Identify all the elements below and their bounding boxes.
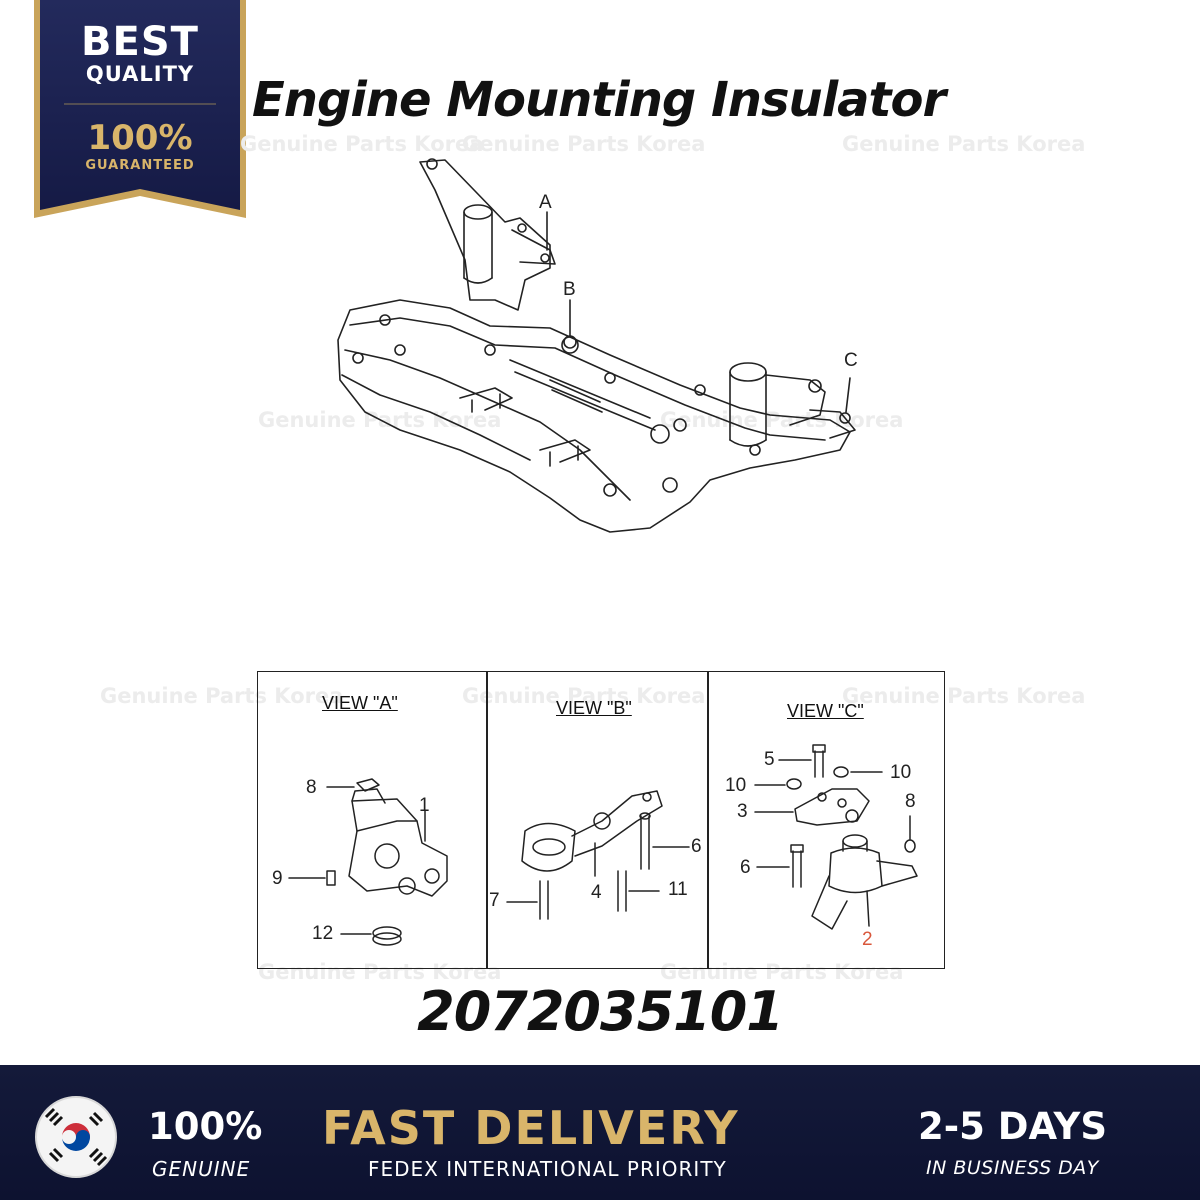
watermark-text: Genuine Parts Korea: [258, 960, 502, 984]
badge-guaranteed-text: GUARANTEED: [85, 158, 195, 173]
subframe-drawing: [337, 158, 856, 533]
view-divider: [707, 672, 709, 968]
watermark-text: Genuine Parts Korea: [660, 408, 904, 432]
watermark-text: Genuine Parts Korea: [462, 684, 706, 708]
watermark-text: Genuine Parts Korea: [842, 684, 1086, 708]
callout-12: 12: [312, 923, 334, 944]
callout-10-left: 10: [725, 775, 747, 796]
badge-quality-text: QUALITY: [85, 62, 195, 86]
callout-11: 11: [668, 879, 688, 900]
badge-best-text: BEST: [81, 19, 199, 65]
callout-b: B: [563, 279, 576, 300]
callout-c: C: [844, 350, 858, 371]
watermark-text: Genuine Parts Korea: [660, 960, 904, 984]
callout-10-right: 10: [890, 762, 912, 783]
watermark-text: Genuine Parts Korea: [100, 684, 344, 708]
watermark-text: Genuine Parts Korea: [240, 132, 484, 156]
view-b-label: VIEW "B": [556, 698, 632, 718]
callout-4: 4: [591, 882, 602, 903]
badge-percent-text: 100%: [87, 118, 193, 158]
genuine-label: GENUINE: [152, 1157, 251, 1181]
mount-parts-drawing: [288, 744, 918, 946]
callout-9: 9: [272, 868, 283, 889]
fast-delivery-heading: FAST DELIVERY: [322, 1101, 740, 1155]
callout-6-right: 6: [740, 857, 751, 878]
korea-flag-icon: [35, 1096, 117, 1178]
callout-8-right: 8: [905, 791, 916, 812]
watermark-text: Genuine Parts Korea: [842, 132, 1086, 156]
callout-6: 6: [691, 836, 702, 857]
page-title: Engine Mounting Insulator: [252, 72, 946, 128]
callout-3: 3: [737, 801, 748, 822]
part-number: 2072035101: [417, 980, 784, 1043]
view-c-label: VIEW "C": [787, 701, 864, 721]
callout-a: A: [539, 192, 552, 213]
callout-8: 8: [306, 777, 317, 798]
callout-7: 7: [489, 890, 500, 911]
carrier-label: FEDEX INTERNATIONAL PRIORITY: [368, 1157, 727, 1181]
callout-2: 2: [862, 929, 873, 950]
business-day-label: IN BUSINESS DAY: [926, 1157, 1099, 1179]
genuine-percent: 100%: [148, 1105, 263, 1148]
callout-1: 1: [419, 795, 430, 816]
callout-5: 5: [764, 749, 775, 770]
watermark-text: Genuine Parts Korea: [462, 132, 706, 156]
view-a-label: VIEW "A": [322, 693, 398, 713]
quality-badge: BEST QUALITY 100% GUARANTEED: [34, 0, 246, 218]
views-panel: [257, 671, 945, 969]
view-divider: [486, 672, 488, 968]
delivery-days: 2-5 DAYS: [918, 1105, 1107, 1148]
footer-banner: 100% GENUINE FAST DELIVERY FEDEX INTERNA…: [0, 1065, 1200, 1200]
badge-ribbon-icon: [34, 0, 246, 218]
